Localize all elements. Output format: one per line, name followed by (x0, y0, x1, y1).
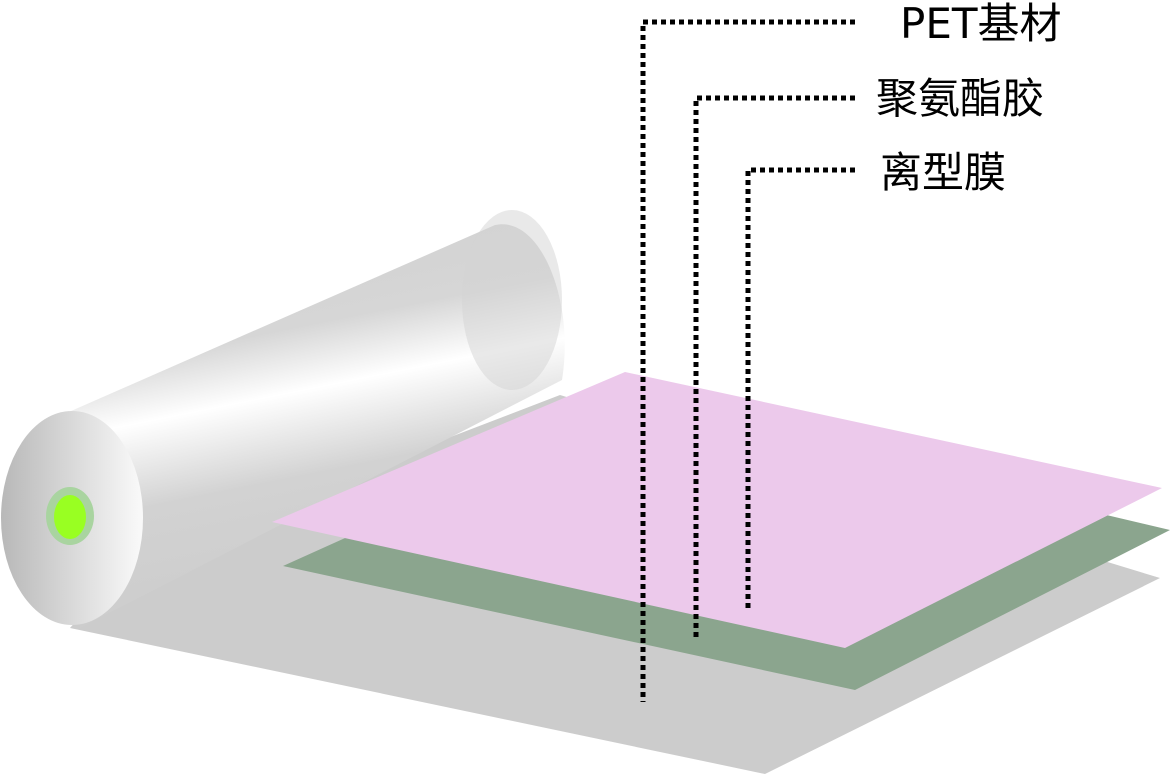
label-release-film: 离型膜 (880, 148, 1007, 197)
release-leader-line (745, 167, 855, 610)
roll-body (62, 224, 565, 628)
roll-core-inner (54, 495, 86, 539)
roll-back-end (462, 210, 562, 390)
label-pet-substrate: PET基材 (900, 0, 1062, 48)
pet-leader-line (640, 19, 855, 702)
label-pu-adhesive: 聚氨酯胶 (876, 74, 1045, 123)
release-film-layer-sheet (272, 372, 1162, 648)
